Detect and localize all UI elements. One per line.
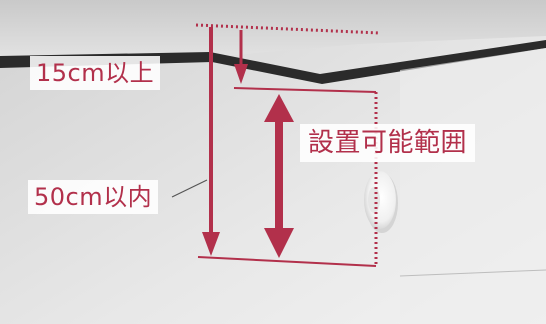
ceiling	[0, 0, 546, 62]
top-clearance-label: 15cm以上	[30, 56, 161, 90]
floor-edge	[399, 269, 546, 277]
install-range-label: 設置可能範囲	[300, 124, 476, 162]
ceiling-reference-line	[195, 23, 381, 35]
max-distance-arrow	[202, 27, 220, 256]
measurement-guides	[195, 23, 381, 267]
range-bottom-line	[197, 256, 377, 267]
corner-shadow	[400, 48, 546, 324]
top-clearance-arrow	[234, 30, 248, 84]
range-top-line	[233, 87, 377, 93]
max-distance-label: 50cm以内	[28, 180, 159, 214]
install-range-arrow	[264, 94, 294, 258]
max-distance-leader	[171, 179, 208, 198]
